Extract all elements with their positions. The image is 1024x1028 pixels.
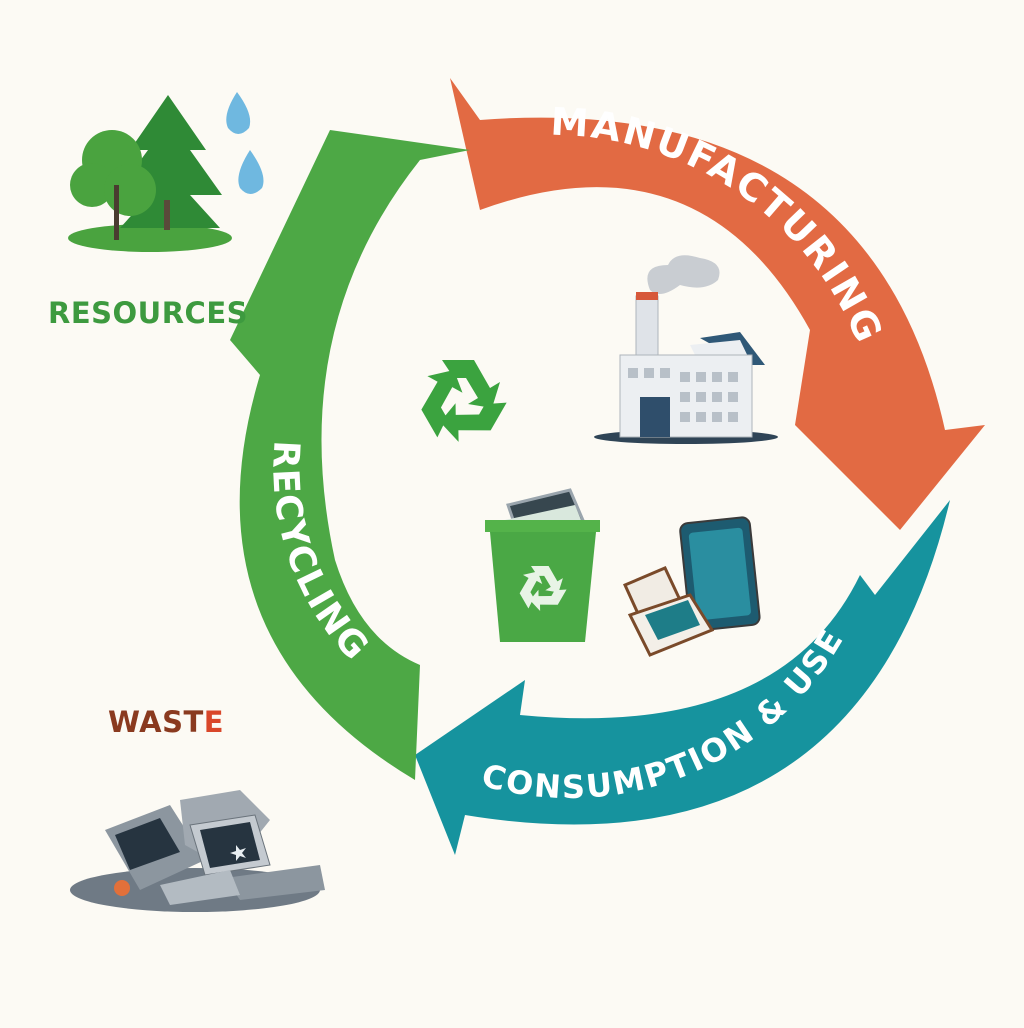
recycling-arrow (230, 130, 470, 780)
factory-icon (594, 255, 778, 444)
recycle-symbol-icon (421, 360, 507, 442)
resources-label: RESOURCES (48, 296, 249, 330)
scrap-pile-icon (70, 790, 325, 912)
waste-label: WASTE (108, 705, 225, 739)
recycling-bin-icon (485, 488, 600, 642)
devices-icon (622, 516, 761, 657)
trees-and-water-drops-icon (68, 92, 264, 252)
consumption-arrow (415, 500, 950, 855)
manufacturing-arrow (450, 78, 985, 530)
